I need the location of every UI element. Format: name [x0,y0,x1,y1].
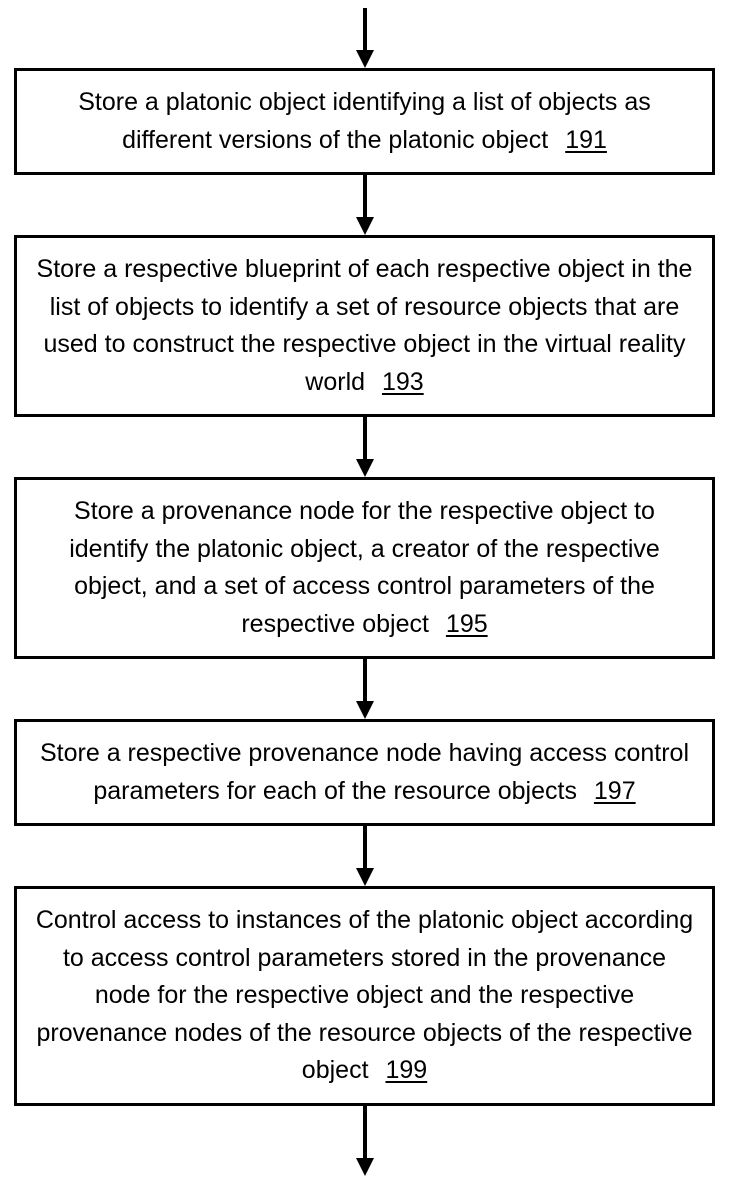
arrow-line [362,826,367,868]
arrow-line [362,1105,367,1158]
flow-step-text: Store a provenance node for the respecti… [69,497,660,638]
arrow-down-icon [355,868,374,886]
flow-connector-entry [355,8,374,68]
arrow-down-icon [355,1157,374,1176]
arrow-line [362,659,367,701]
arrow-line [362,175,367,217]
flow-step-text: Store a respective provenance node havin… [40,739,689,805]
flow-connector [355,175,374,235]
flow-step-text: Store a respective blueprint of each res… [36,255,693,396]
reference-numeral: 197 [593,776,636,805]
reference-numeral: 199 [385,1056,428,1084]
arrow-down-icon [355,701,374,719]
flow-connector [355,659,374,719]
flow-connector-exit [355,1105,374,1176]
flow-step-store-platonic-object: Store a platonic object identifying a li… [14,68,715,175]
flow-connector [355,417,374,477]
flow-step-control-access: Control access to instances of the plato… [14,886,715,1106]
flow-step-store-blueprint: Store a respective blueprint of each res… [14,235,715,417]
arrow-down-icon [355,459,374,477]
flow-connector [355,826,374,886]
arrow-down-icon [355,217,374,235]
reference-numeral: 191 [565,125,607,154]
reference-numeral: 193 [381,367,424,396]
reference-numeral: 195 [445,609,488,638]
flow-step-store-provenance-node: Store a provenance node for the respecti… [14,477,715,659]
flow-step-text: Store a platonic object identifying a li… [78,88,651,154]
flow-step-store-resource-provenance-nodes: Store a respective provenance node havin… [14,719,715,826]
flow-step-text: Control access to instances of the plato… [35,906,694,1084]
arrow-line [362,8,367,50]
arrow-down-icon [355,50,374,68]
arrow-line [362,417,367,459]
